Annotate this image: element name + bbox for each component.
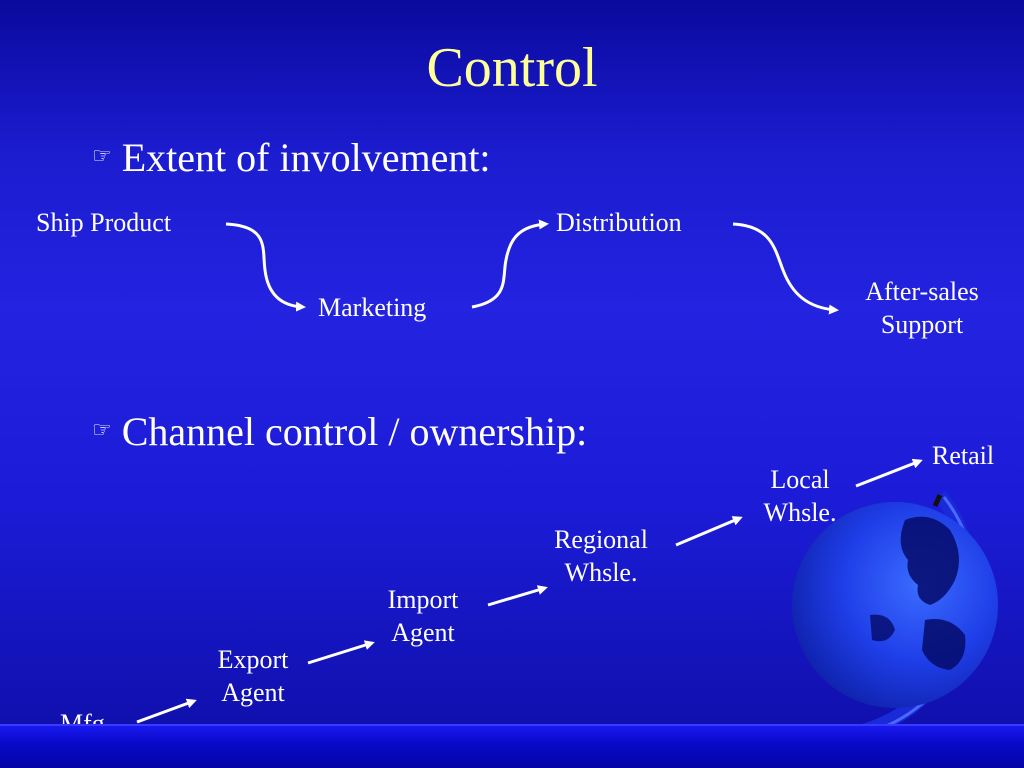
bullet-channel-control: ☞ Channel control / ownership:	[92, 412, 587, 452]
bullet-extent-of-involvement: ☞ Extent of involvement:	[92, 138, 491, 178]
bottom-bar	[0, 724, 1024, 768]
arrow-mfg-to-export	[136, 698, 197, 724]
node-ship-product: Ship Product	[36, 208, 172, 237]
slide-title: Control	[426, 37, 598, 99]
arrow-export-to-import	[307, 640, 375, 665]
arrow-distribution-to-aftersales	[732, 222, 839, 315]
node-after-sales-support: After-sales Support	[865, 277, 979, 339]
pointing-hand-icon: ☞	[92, 417, 112, 442]
bullet-text: Extent of involvement:	[121, 135, 491, 180]
arrow-ship-to-marketing	[225, 222, 306, 312]
node-regional-whsle: Regional Whsle.	[554, 525, 648, 587]
node-marketing: Marketing	[318, 293, 427, 322]
node-import-agent: Import Agent	[387, 585, 459, 647]
arrow-regional-to-local	[675, 516, 743, 547]
arrow-marketing-to-distribution	[471, 219, 549, 309]
bullet-text: Channel control / ownership:	[121, 409, 588, 454]
node-export-agent: Export Agent	[217, 645, 289, 707]
node-retail: Retail	[932, 441, 995, 470]
pointing-hand-icon: ☞	[92, 143, 112, 168]
arrow-local-to-retail	[855, 458, 923, 488]
node-distribution: Distribution	[556, 208, 682, 237]
node-local-whsle: Local Whsle.	[763, 465, 837, 527]
arrow-import-to-regional	[487, 585, 548, 607]
